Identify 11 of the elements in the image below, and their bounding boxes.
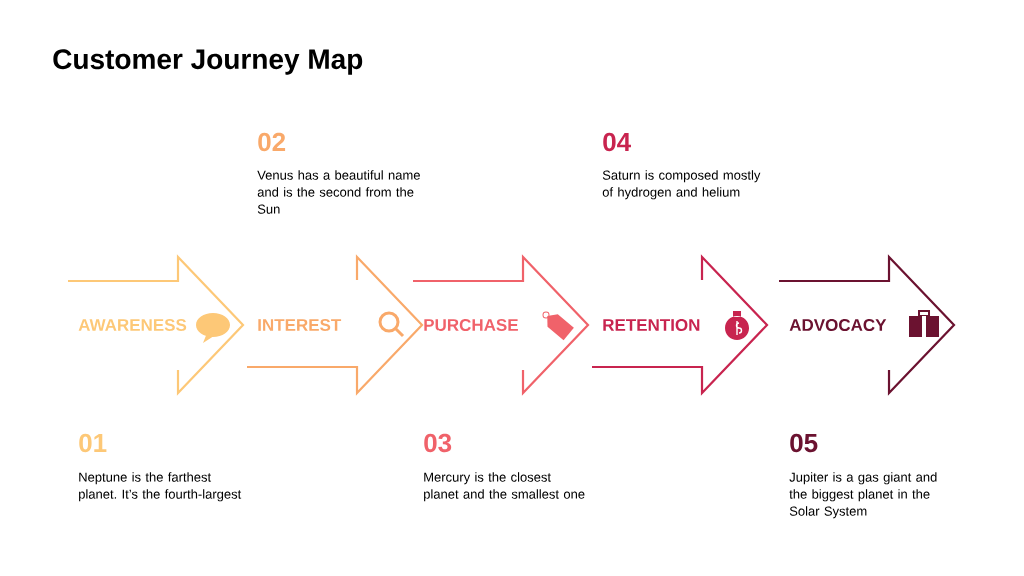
description: Jupiter is a gas giant and the biggest planet in the Solar System (789, 472, 937, 519)
step-number: 04 (603, 132, 631, 152)
description: Saturn is composed mostly of hydrogen and helium (602, 170, 761, 200)
step-number: 02 (258, 132, 286, 152)
description: Mercury is the closest planet and the smallest one (424, 472, 585, 502)
title: Customer Journey Map (53, 49, 363, 75)
step-number: 01 (79, 433, 107, 453)
step-number: 05 (790, 433, 818, 453)
description: Neptune is the farthest planet. It’s the fourth-largest (79, 472, 242, 502)
description: Venus has a beautiful name and is the second from the Sun (257, 170, 420, 214)
step-number: 03 (424, 433, 452, 453)
